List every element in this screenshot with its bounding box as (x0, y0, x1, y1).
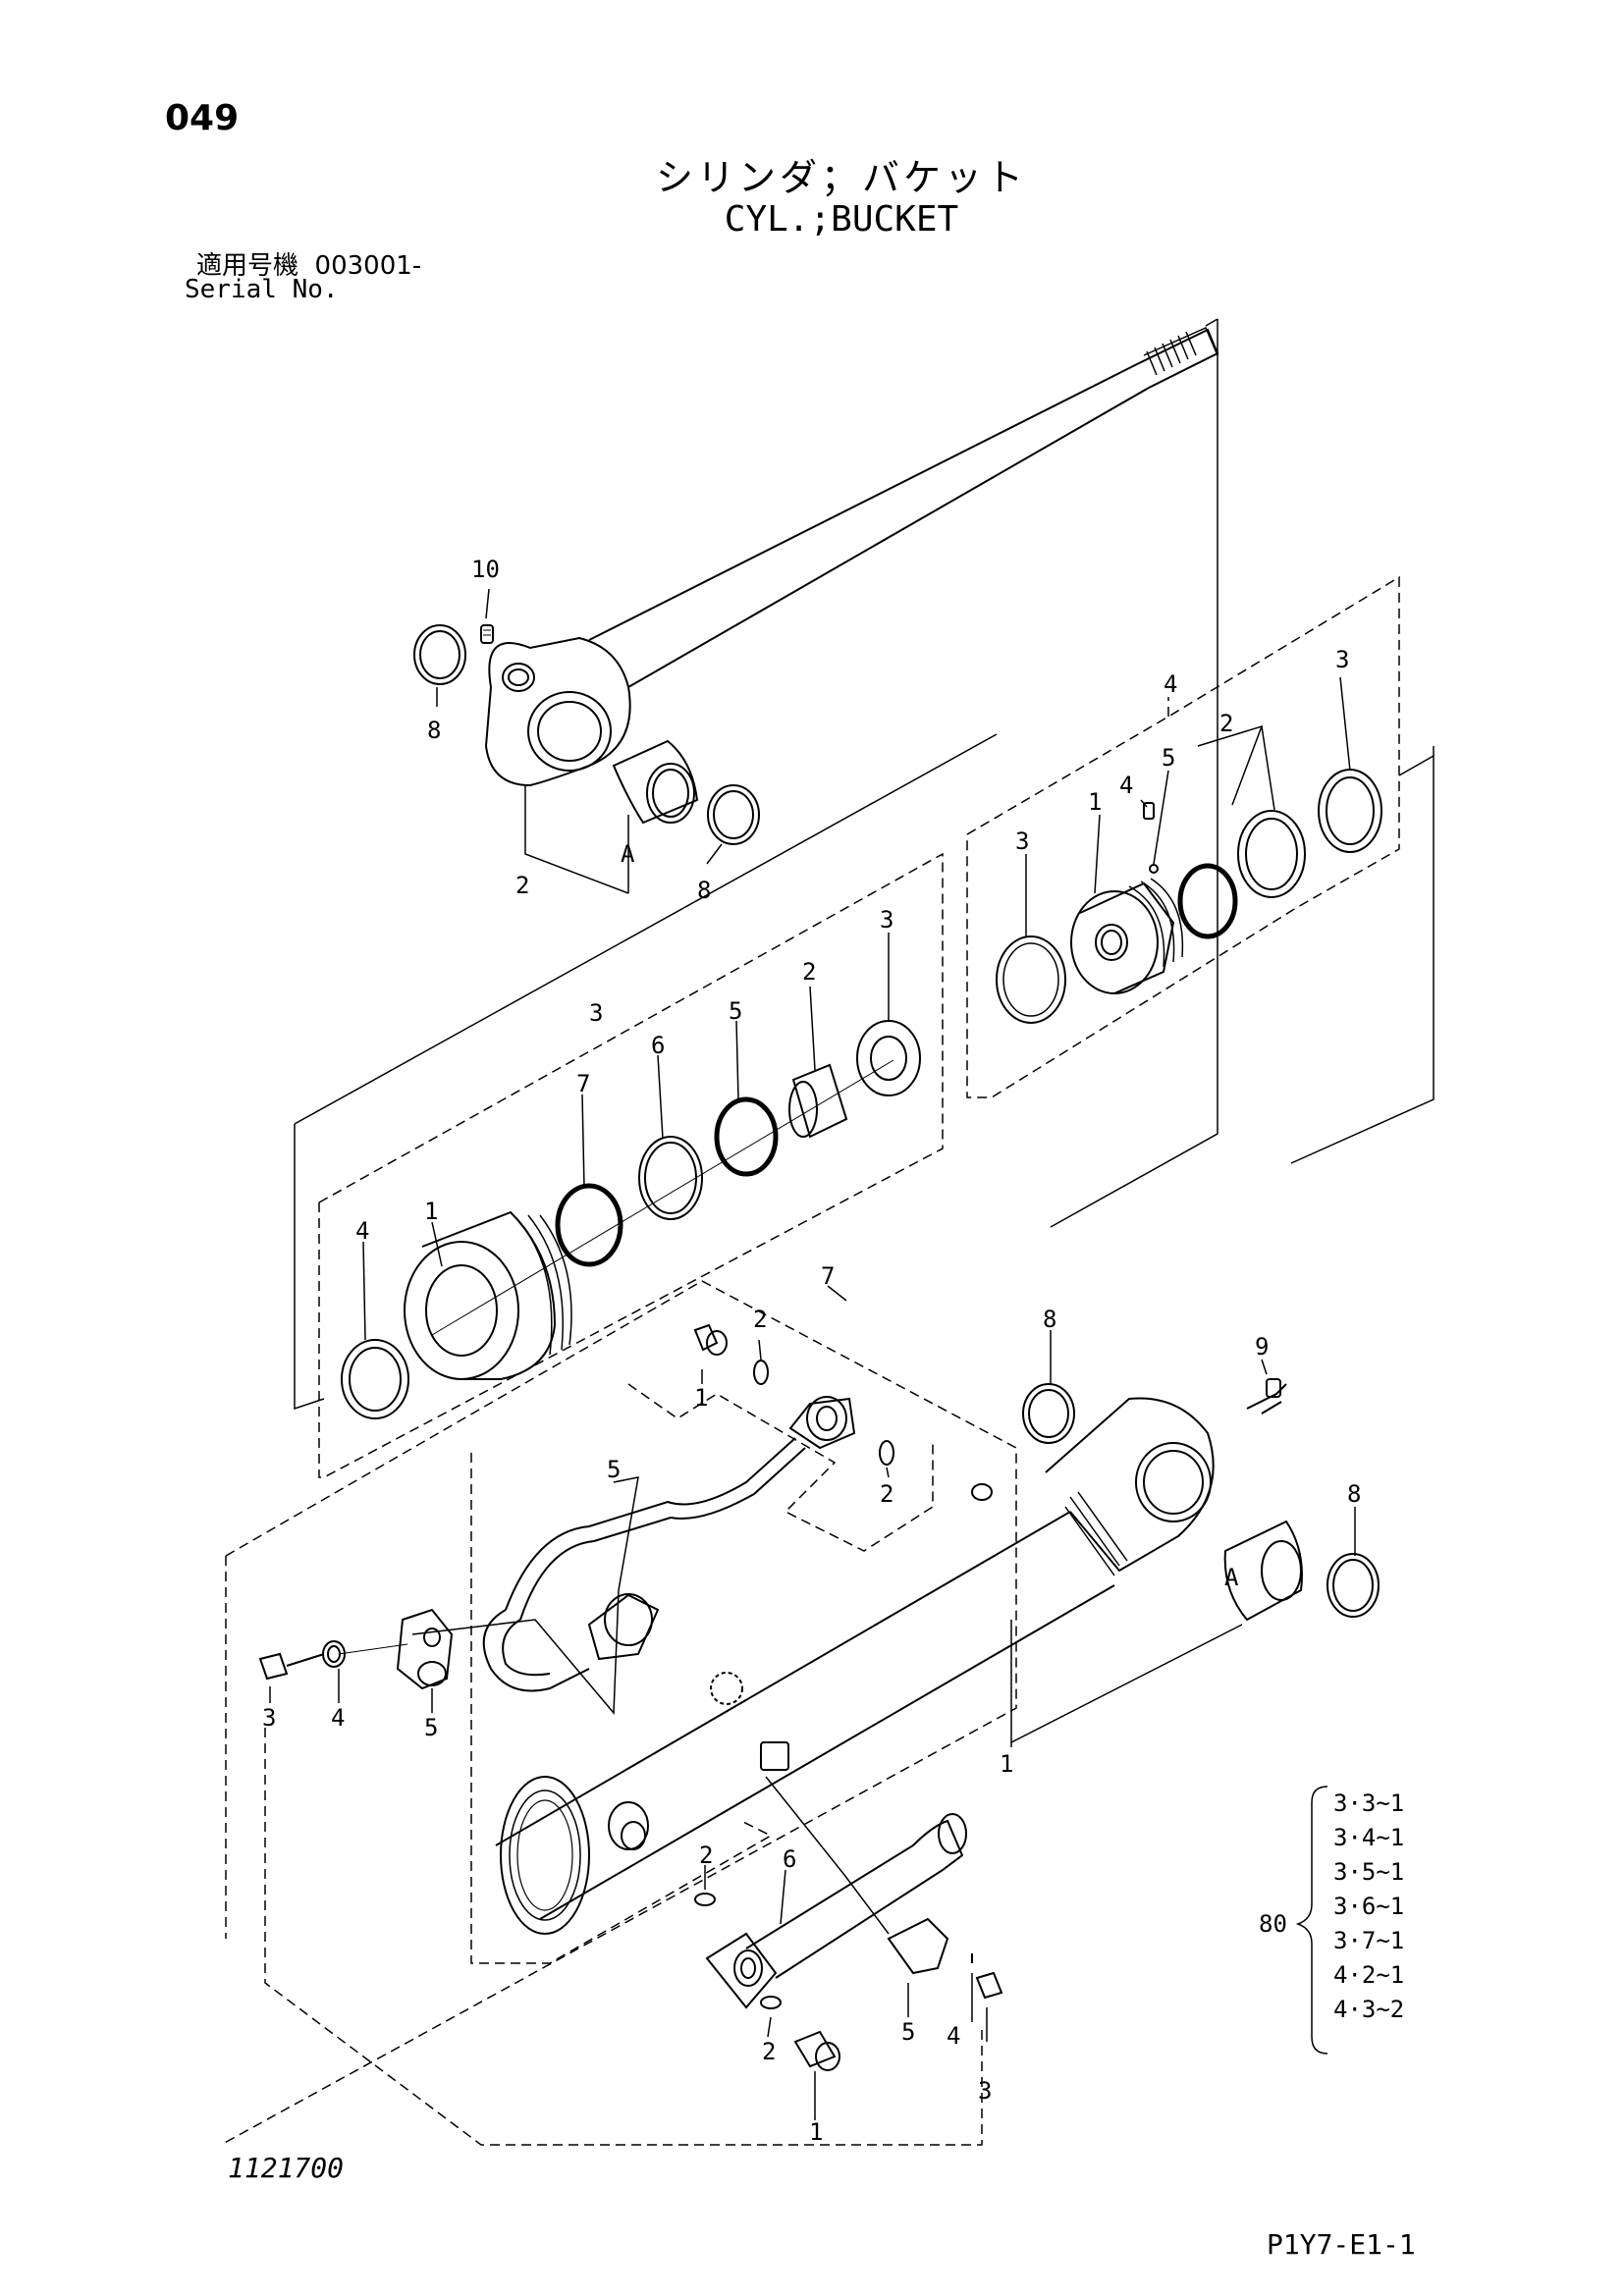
rod-callout-lines (436, 588, 723, 894)
title-english: CYL.;BUCKET (724, 199, 959, 240)
callout-label: 5 (607, 1456, 621, 1483)
callout-label: 4 (1119, 772, 1133, 799)
callout-label: 5 (424, 1714, 438, 1741)
callout-label: 5 (901, 2018, 915, 2046)
callout-label: 4 (1164, 670, 1177, 698)
reference-item: 3·6~1 (1333, 1893, 1404, 1920)
callout-label: 1 (694, 1384, 708, 1412)
callout-label: 6 (783, 1845, 796, 1873)
callout-label: 3 (262, 1704, 276, 1732)
clamp-callout-lines (269, 1669, 433, 1713)
callout-label: 8 (1043, 1306, 1056, 1333)
reference-item: 3·5~1 (1333, 1858, 1404, 1886)
callout-label: 7 (821, 1262, 835, 1290)
callout-label: 6 (651, 1032, 665, 1059)
page-code: P1Y7-E1-1 (1267, 2228, 1416, 2261)
pipe-group-box (220, 1280, 1017, 2146)
head-group-box (318, 852, 944, 1478)
callout-label: 2 (699, 1842, 713, 1869)
reference-item: 4·3~2 (1333, 1996, 1404, 2023)
reference-item: 3·7~1 (1333, 1927, 1404, 1954)
callout-label: 4 (947, 2022, 960, 2050)
reference-item: 3·3~1 (1333, 1789, 1404, 1817)
cylinder-tube (495, 1378, 1380, 1935)
callout-label: 1 (1088, 788, 1102, 816)
callout-label: 2 (1219, 710, 1233, 737)
callout-label: 4 (355, 1217, 369, 1245)
callout-label: 3 (589, 999, 603, 1027)
head-callout-lines (362, 933, 894, 1341)
reference-prefix: 80 (1259, 1910, 1287, 1938)
callout-label: 2 (880, 1480, 893, 1508)
pipe-callout-lines (411, 1285, 890, 1715)
callout-label: 2 (802, 958, 816, 986)
left-clamp (258, 1608, 454, 1690)
callout-label: 3 (1335, 646, 1349, 673)
reference-list: 80 3·3~1 3·4~1 3·5~1 3·6~1 3·7~1 4·2~1 4… (1259, 1786, 1404, 2055)
callout-label: 9 (1255, 1333, 1269, 1361)
callout-label: 4 (331, 1704, 345, 1732)
callout-label: 2 (515, 872, 529, 899)
serial-value: 003001- (314, 251, 422, 281)
callout-label: 2 (762, 2038, 776, 2065)
reference-item: 4·2~1 (1333, 1961, 1404, 1989)
head-outer-line (294, 733, 998, 1411)
page-number: 049 (165, 98, 240, 138)
callout-label: 8 (427, 717, 441, 744)
piston-group-parts (996, 769, 1382, 1024)
callout-label: 7 (576, 1070, 590, 1097)
serial-label-japanese: 適用号機 003001- (196, 245, 421, 282)
reference-item: 3·4~1 (1333, 1824, 1404, 1851)
callout-label: 3 (978, 2077, 992, 2105)
serial-label-jp: 適用号機 (196, 251, 299, 281)
callout-label: 5 (729, 997, 742, 1025)
callout-label: 8 (697, 877, 711, 904)
piston-callout-lines (1025, 676, 1435, 1164)
callout-label: A (1224, 1564, 1239, 1591)
piston-rod (413, 318, 1219, 1228)
callout-label: 2 (753, 1306, 767, 1333)
serial-label-english: Serial No. (185, 275, 339, 304)
piston-group-box (966, 575, 1400, 1098)
callout-label: 3 (1015, 828, 1029, 855)
drawing-number: 1121700 (228, 2152, 345, 2184)
lower-pipe (694, 1813, 1003, 2071)
callout-label: 1 (1000, 1750, 1013, 1778)
callout-label: 10 (471, 556, 500, 583)
head-group-parts (341, 1020, 921, 1419)
tube-callout-lines (1010, 1330, 1356, 1747)
callout-numbers: 10 8 2 A 8 4 3 2 5 4 1 3 3 2 5 6 7 1 4 3… (262, 556, 1361, 2146)
callout-label: 1 (809, 2118, 823, 2146)
callout-label: 1 (424, 1198, 438, 1225)
callout-label: 8 (1347, 1480, 1361, 1508)
callout-label: A (621, 840, 635, 868)
upper-pipe (482, 1323, 894, 1692)
callout-label: 5 (1162, 744, 1175, 772)
callout-label: 3 (880, 906, 893, 934)
title-japanese: シリンダ；バケット (655, 156, 1027, 199)
lower-pipe-callout-lines (704, 1776, 988, 2120)
